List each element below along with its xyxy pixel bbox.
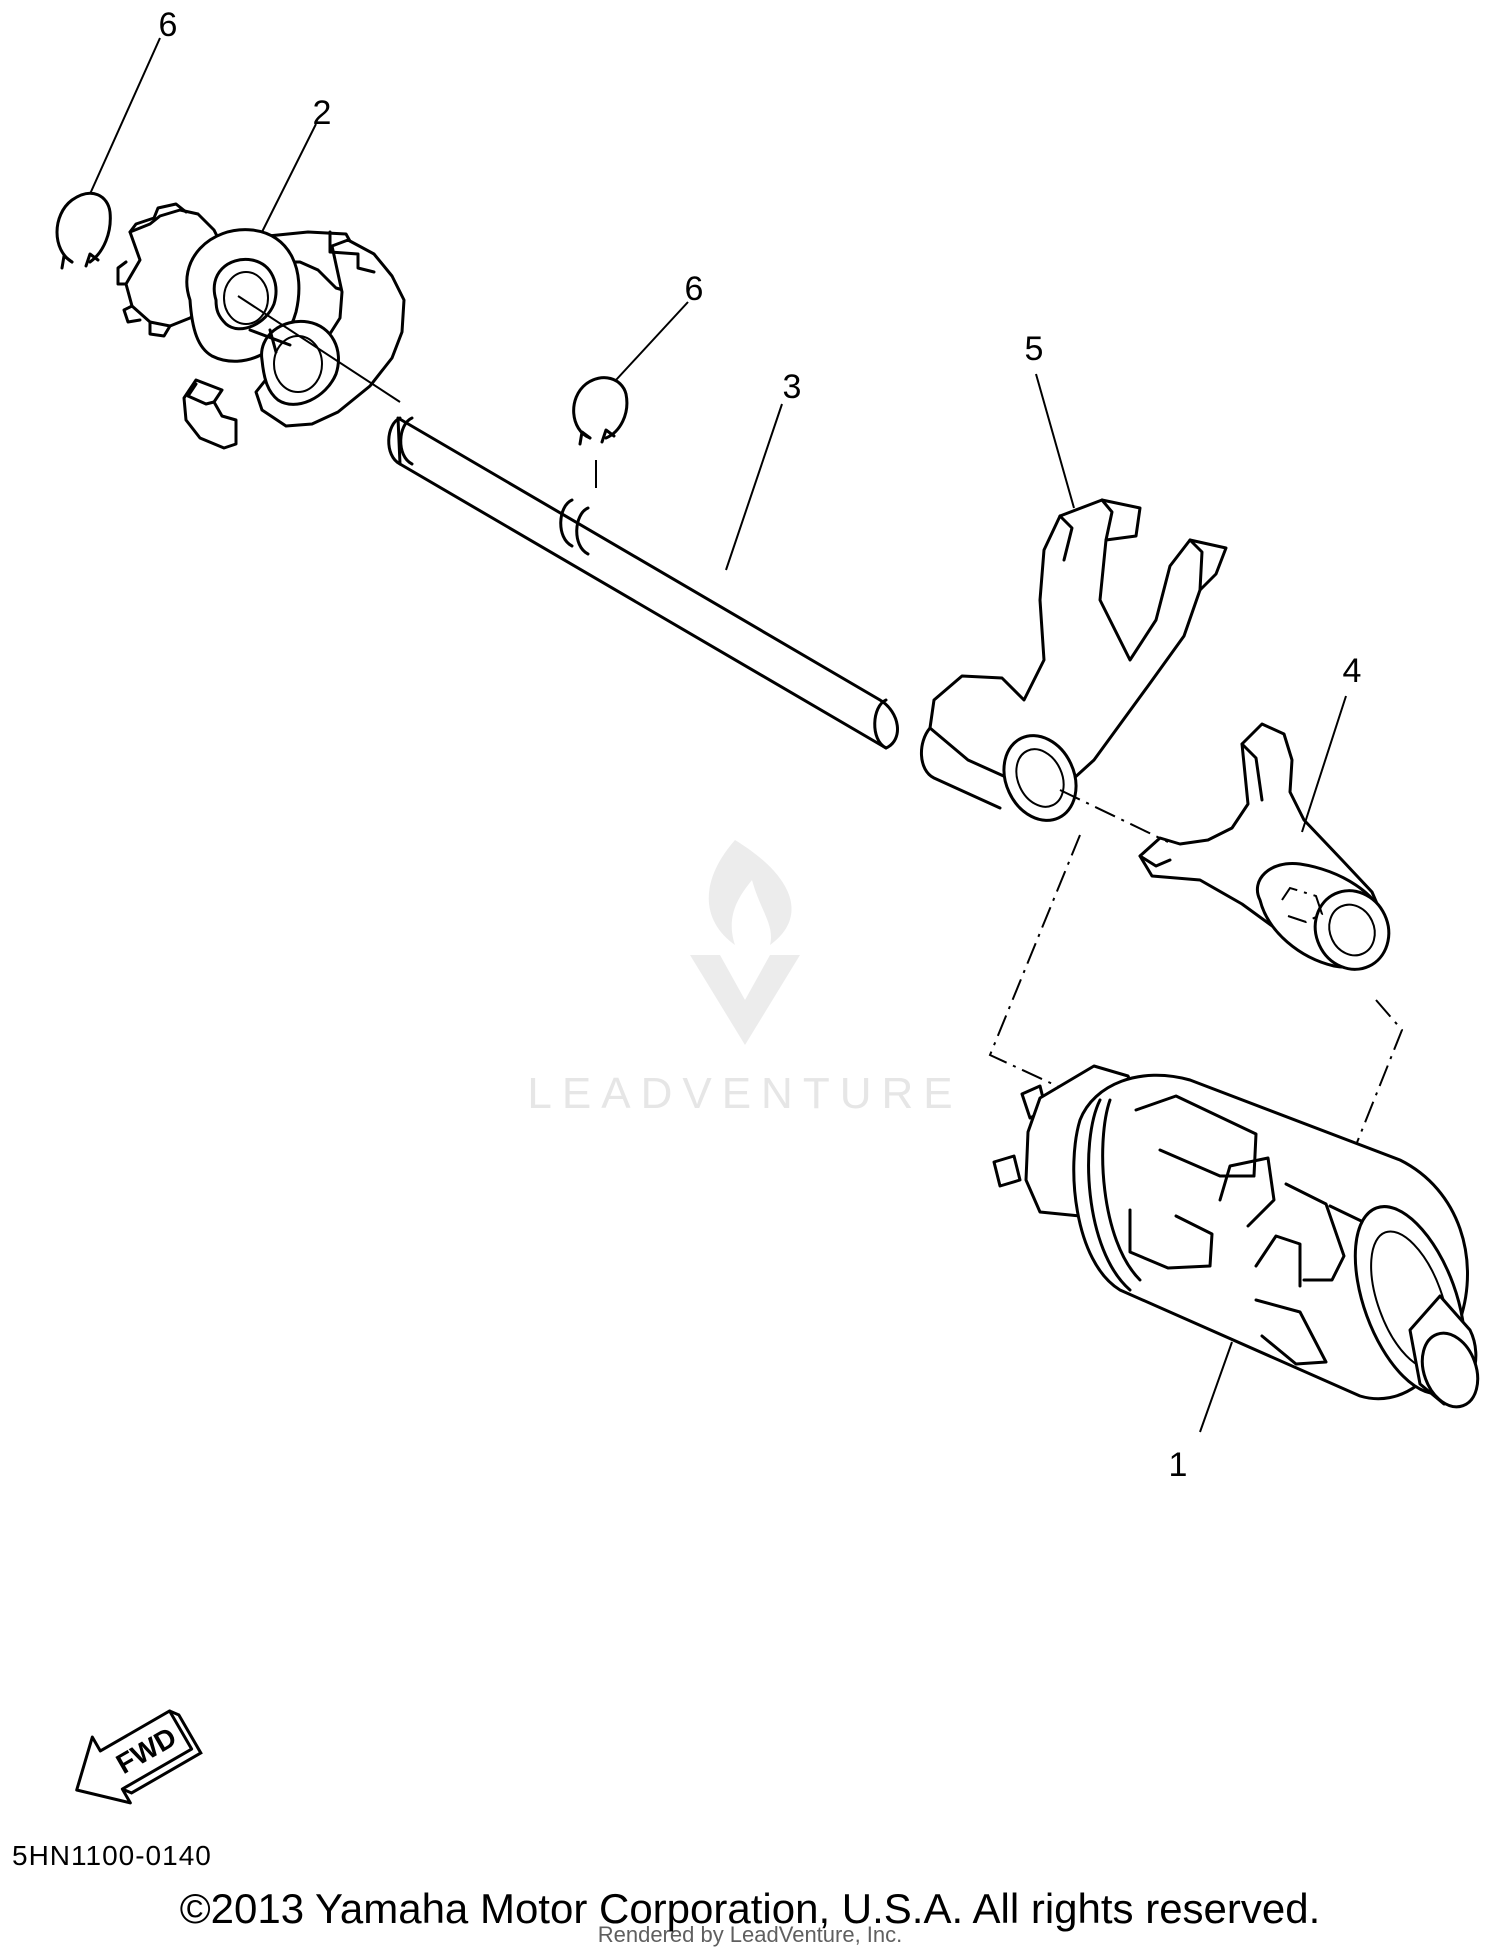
diagram-code: 5HN1100-0140 [12, 1840, 212, 1871]
shift-shaft[interactable] [387, 416, 899, 750]
callout-5: 5 [1025, 330, 1044, 368]
fwd-arrow-icon [75, 1709, 194, 1805]
callout-4: 4 [1343, 652, 1362, 690]
flame-logo-icon [708, 840, 792, 945]
shift-drum[interactable] [992, 1064, 1487, 1415]
circlip-6-top[interactable] [55, 191, 112, 270]
watermark-text: LEADVENTURE [527, 1069, 962, 1118]
leader-lines [89, 37, 1347, 1433]
v-logo-icon [690, 955, 800, 1045]
leadventure-watermark: LEADVENTURE [527, 840, 962, 1118]
fork5-alignment-line [1059, 789, 1169, 843]
copyright-text: ©2013 Yamaha Motor Corporation, U.S.A. A… [179, 1885, 1321, 1932]
callout-1: 1 [1169, 1446, 1188, 1484]
fwd-arrow: FWD [75, 1709, 203, 1805]
callout-2: 2 [313, 94, 332, 132]
shift-fork-5[interactable] [919, 498, 1228, 832]
callout-3: 3 [783, 368, 802, 406]
rendered-by-text: Rendered by LeadVenture, Inc. [597, 1922, 903, 1947]
shift-fork-4[interactable] [1138, 722, 1402, 981]
callout-6-middle: 6 [685, 270, 704, 308]
shift-lever-assembly[interactable] [116, 202, 406, 450]
part2-centerline [237, 295, 401, 403]
circlip-6-middle[interactable] [572, 376, 629, 488]
callout-6-top: 6 [159, 6, 178, 44]
